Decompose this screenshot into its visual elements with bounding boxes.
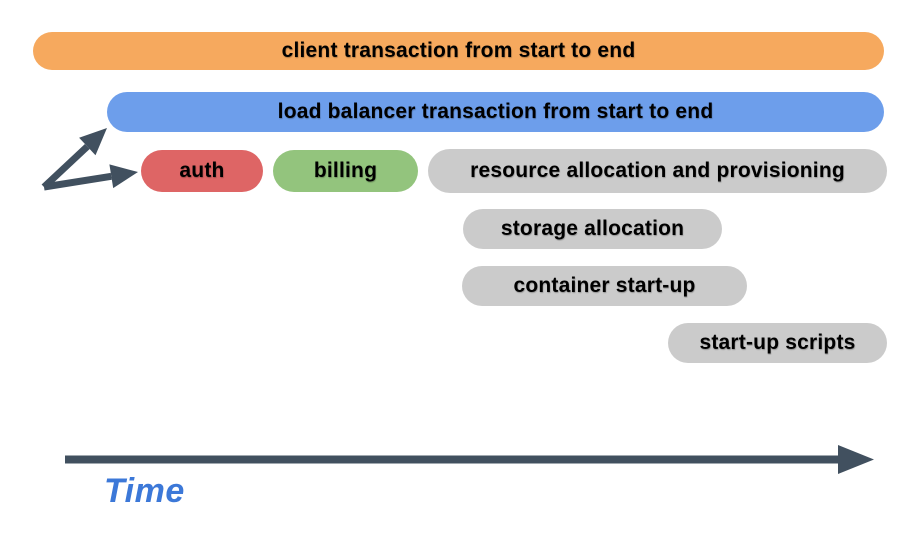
pointer-arrows-icon (41, 128, 138, 191)
bar-client-transaction: client transaction from start to end (33, 32, 884, 70)
bar-auth: auth (141, 150, 263, 192)
bar-label-container-startup: container start-up (513, 274, 696, 297)
bar-container-startup: container start-up (462, 266, 747, 306)
bar-label-load-balancer-transaction: load balancer transaction from start to … (277, 100, 714, 123)
bar-label-storage-allocation: storage allocation (500, 217, 685, 240)
bar-label-auth: auth (179, 159, 225, 182)
bar-label-billing: billing (313, 159, 378, 182)
bar-resource-allocation: resource allocation and provisioning (428, 149, 887, 193)
bar-billing: billing (273, 150, 418, 192)
bar-label-resource-allocation: resource allocation and provisioning (470, 159, 845, 182)
bar-label-startup-scripts: start-up scripts (699, 331, 856, 354)
bar-label-client-transaction: client transaction from start to end (281, 39, 636, 62)
time-axis-arrow-icon (65, 445, 874, 474)
bar-storage-allocation: storage allocation (463, 209, 722, 249)
bar-startup-scripts: start-up scripts (668, 323, 887, 363)
time-axis-label: Time (104, 472, 185, 510)
bar-load-balancer-transaction: load balancer transaction from start to … (107, 92, 884, 132)
